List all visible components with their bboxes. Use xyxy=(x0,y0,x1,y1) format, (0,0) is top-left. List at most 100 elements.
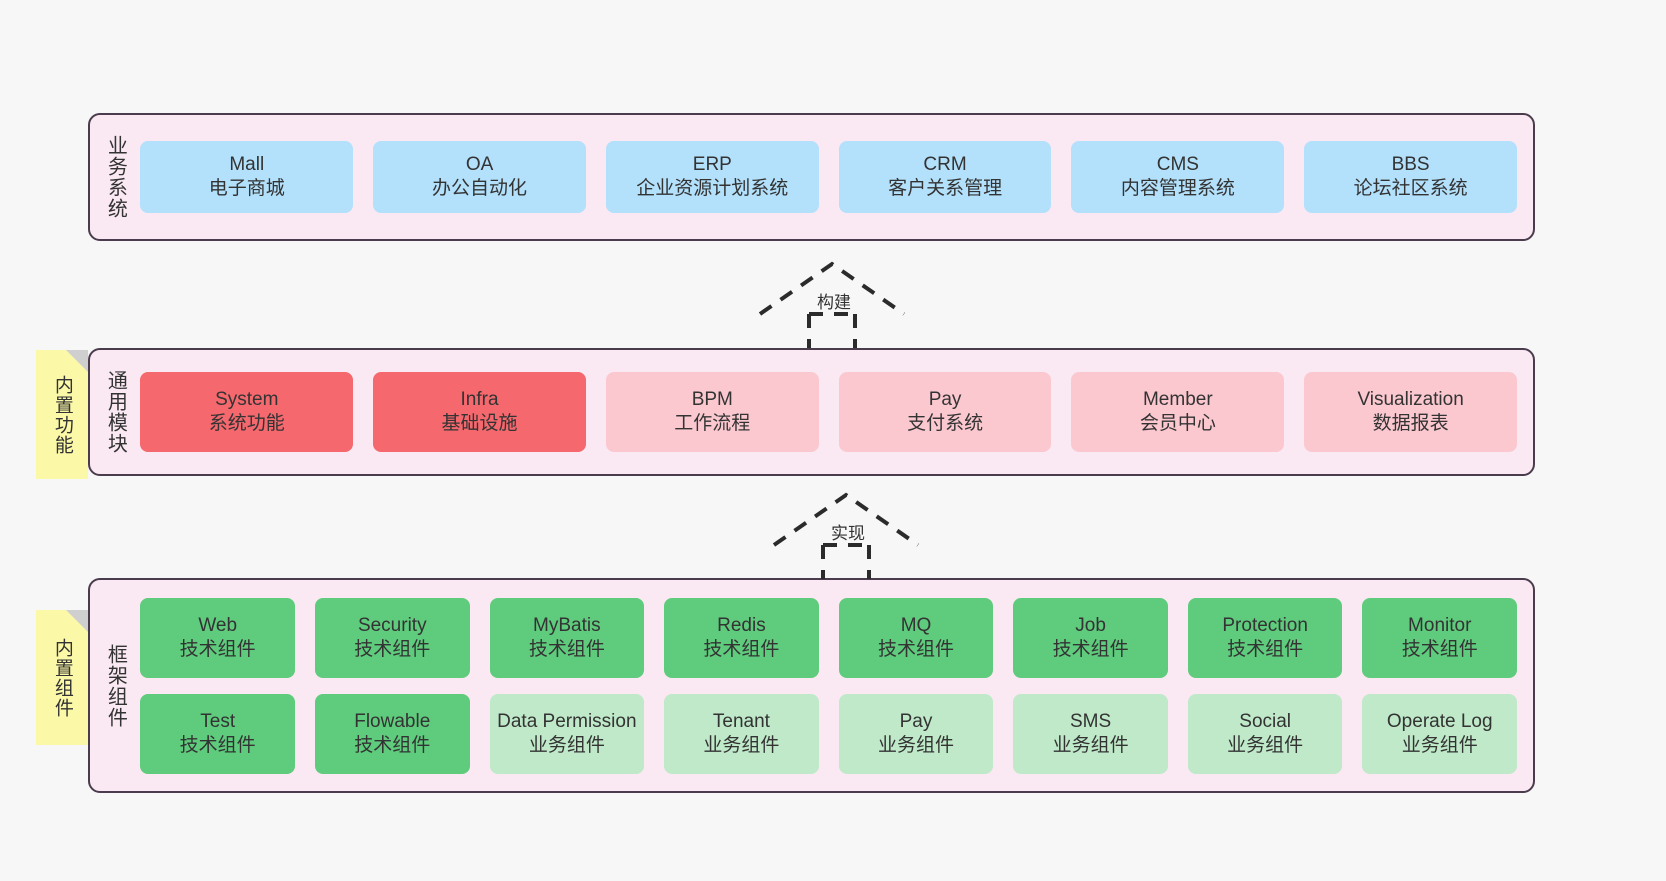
card-subtitle: 技术组件 xyxy=(354,734,431,756)
card-subtitle: 电子商城 xyxy=(208,178,285,199)
card-subtitle: 技术组件 xyxy=(1401,638,1478,660)
card-title: Flowable xyxy=(354,710,431,732)
card-title: Operate Log xyxy=(1386,710,1493,732)
card-subtitle: 业务组件 xyxy=(1052,734,1129,756)
card-monitor[interactable]: Monitor 技术组件 xyxy=(1362,597,1518,678)
card-subtitle: 客户关系管理 xyxy=(888,178,1003,199)
layer-business-systems: 业务系统 Mall 电子商城 OA 办公自动化 ERP 企业资源计划系统 CRM… xyxy=(88,113,1535,241)
card-subtitle: 技术组件 xyxy=(877,638,954,660)
card-social[interactable]: Social 业务组件 xyxy=(1187,693,1343,774)
card-mq[interactable]: MQ 技术组件 xyxy=(838,597,994,678)
card-title: SMS xyxy=(1069,710,1112,732)
card-title: BPM xyxy=(691,389,733,411)
card-subtitle: 论坛社区系统 xyxy=(1353,178,1468,199)
card-subtitle: 办公自动化 xyxy=(432,178,528,199)
card-bbs[interactable]: BBS 论坛社区系统 xyxy=(1304,141,1517,213)
card-title: Mall xyxy=(229,154,265,176)
card-title: Protection xyxy=(1222,614,1308,636)
card-cms[interactable]: CMS 内容管理系统 xyxy=(1071,141,1285,213)
card-subtitle: 业务组件 xyxy=(1227,734,1304,756)
common-card-row: System 系统功能 Infra 基础设施 BPM 工作流程 Pay 支付系统… xyxy=(140,372,1517,452)
card-tenant[interactable]: Tenant 业务组件 xyxy=(664,693,819,774)
card-title: System xyxy=(215,389,279,411)
dashed-realization-arrow-icon xyxy=(758,261,906,348)
card-title: Redis xyxy=(717,614,766,636)
connector-build-label: 构建 xyxy=(814,294,854,311)
card-subtitle: 业务组件 xyxy=(1401,734,1478,756)
layer-body-common: System 系统功能 Infra 基础设施 BPM 工作流程 Pay 支付系统… xyxy=(134,372,1533,452)
card-title: Tenant xyxy=(712,710,770,732)
card-title: Security xyxy=(357,614,427,636)
dashed-realization-arrow-icon xyxy=(772,492,920,579)
card-subtitle: 业务组件 xyxy=(528,734,605,756)
card-title: CRM xyxy=(923,154,967,176)
card-subtitle: 内容管理系统 xyxy=(1120,178,1235,199)
layer-body-framework: Web 技术组件 Security 技术组件 MyBatis 技术组件 Redi… xyxy=(134,597,1533,774)
card-title: CMS xyxy=(1156,154,1199,176)
card-subtitle: 技术组件 xyxy=(179,638,256,660)
card-title: Data Permission xyxy=(497,710,637,732)
sticky-note-label: 内置组件 xyxy=(51,637,73,718)
card-subtitle: 技术组件 xyxy=(528,638,605,660)
card-oa[interactable]: OA 办公自动化 xyxy=(373,141,586,213)
sticky-note-builtin-function: 内置功能 xyxy=(36,350,88,479)
card-bpm[interactable]: BPM 工作流程 xyxy=(605,372,819,452)
card-subtitle: 业务组件 xyxy=(703,734,780,756)
card-operate-log[interactable]: Operate Log 业务组件 xyxy=(1362,693,1518,774)
card-security[interactable]: Security 技术组件 xyxy=(314,597,470,678)
card-pay-component[interactable]: Pay 业务组件 xyxy=(838,693,994,774)
card-subtitle: 企业资源计划系统 xyxy=(636,178,789,199)
card-web[interactable]: Web 技术组件 xyxy=(140,597,295,678)
card-redis[interactable]: Redis 技术组件 xyxy=(664,597,819,678)
card-pay-module[interactable]: Pay 支付系统 xyxy=(838,372,1052,452)
card-visualization[interactable]: Visualization 数据报表 xyxy=(1304,372,1517,452)
layer-title-common: 通用模块 xyxy=(104,370,127,454)
card-title: OA xyxy=(465,154,494,176)
card-job[interactable]: Job 技术组件 xyxy=(1013,597,1168,678)
card-subtitle: 技术组件 xyxy=(179,734,256,756)
card-title: Monitor xyxy=(1408,614,1472,636)
card-erp[interactable]: ERP 企业资源计划系统 xyxy=(605,141,819,213)
card-system[interactable]: System 系统功能 xyxy=(140,372,354,452)
card-title: Social xyxy=(1239,710,1292,732)
card-subtitle: 会员中心 xyxy=(1139,413,1216,434)
card-subtitle: 技术组件 xyxy=(703,638,780,660)
card-subtitle: 系统功能 xyxy=(208,413,285,434)
card-sms[interactable]: SMS 业务组件 xyxy=(1013,693,1168,774)
sticky-fold-corner-icon xyxy=(66,610,88,632)
card-infra[interactable]: Infra 基础设施 xyxy=(373,372,586,452)
card-mall[interactable]: Mall 电子商城 xyxy=(140,141,354,213)
card-title: Visualization xyxy=(1357,389,1464,411)
framework-tech-row: Web 技术组件 Security 技术组件 MyBatis 技术组件 Redi… xyxy=(140,597,1518,678)
card-title: Web xyxy=(198,614,238,636)
card-title: Pay xyxy=(899,710,933,732)
connector-build: 构建 xyxy=(752,258,912,348)
connector-implement: 实现 xyxy=(766,489,926,579)
sticky-note-label: 内置功能 xyxy=(51,374,73,455)
card-title: ERP xyxy=(692,154,732,176)
card-member[interactable]: Member 会员中心 xyxy=(1071,372,1285,452)
card-title: MyBatis xyxy=(533,614,601,636)
card-mybatis[interactable]: MyBatis 技术组件 xyxy=(489,597,645,678)
layer-title-framework: 框架组件 xyxy=(104,643,127,728)
card-test[interactable]: Test 技术组件 xyxy=(140,693,295,774)
sticky-fold-corner-icon xyxy=(66,350,88,372)
card-subtitle: 工作流程 xyxy=(674,413,751,434)
connector-implement-label: 实现 xyxy=(828,525,868,542)
layer-common-modules: 通用模块 System 系统功能 Infra 基础设施 BPM 工作流程 Pay… xyxy=(88,348,1535,476)
card-title: Pay xyxy=(928,389,962,411)
framework-business-row: Test 技术组件 Flowable 技术组件 Data Permission … xyxy=(140,693,1518,774)
card-crm[interactable]: CRM 客户关系管理 xyxy=(838,141,1052,213)
card-flowable[interactable]: Flowable 技术组件 xyxy=(314,693,470,774)
card-data-permission[interactable]: Data Permission 业务组件 xyxy=(489,693,645,774)
card-title: BBS xyxy=(1391,154,1430,176)
layer-body-business: Mall 电子商城 OA 办公自动化 ERP 企业资源计划系统 CRM 客户关系… xyxy=(134,141,1533,213)
card-subtitle: 基础设施 xyxy=(441,413,518,434)
card-title: MQ xyxy=(900,614,932,636)
card-subtitle: 支付系统 xyxy=(907,413,984,434)
card-title: Member xyxy=(1142,389,1213,411)
card-protection[interactable]: Protection 技术组件 xyxy=(1187,597,1343,678)
card-title: Infra xyxy=(460,389,499,411)
card-subtitle: 技术组件 xyxy=(1227,638,1304,660)
layer-title-business: 业务系统 xyxy=(104,135,127,219)
